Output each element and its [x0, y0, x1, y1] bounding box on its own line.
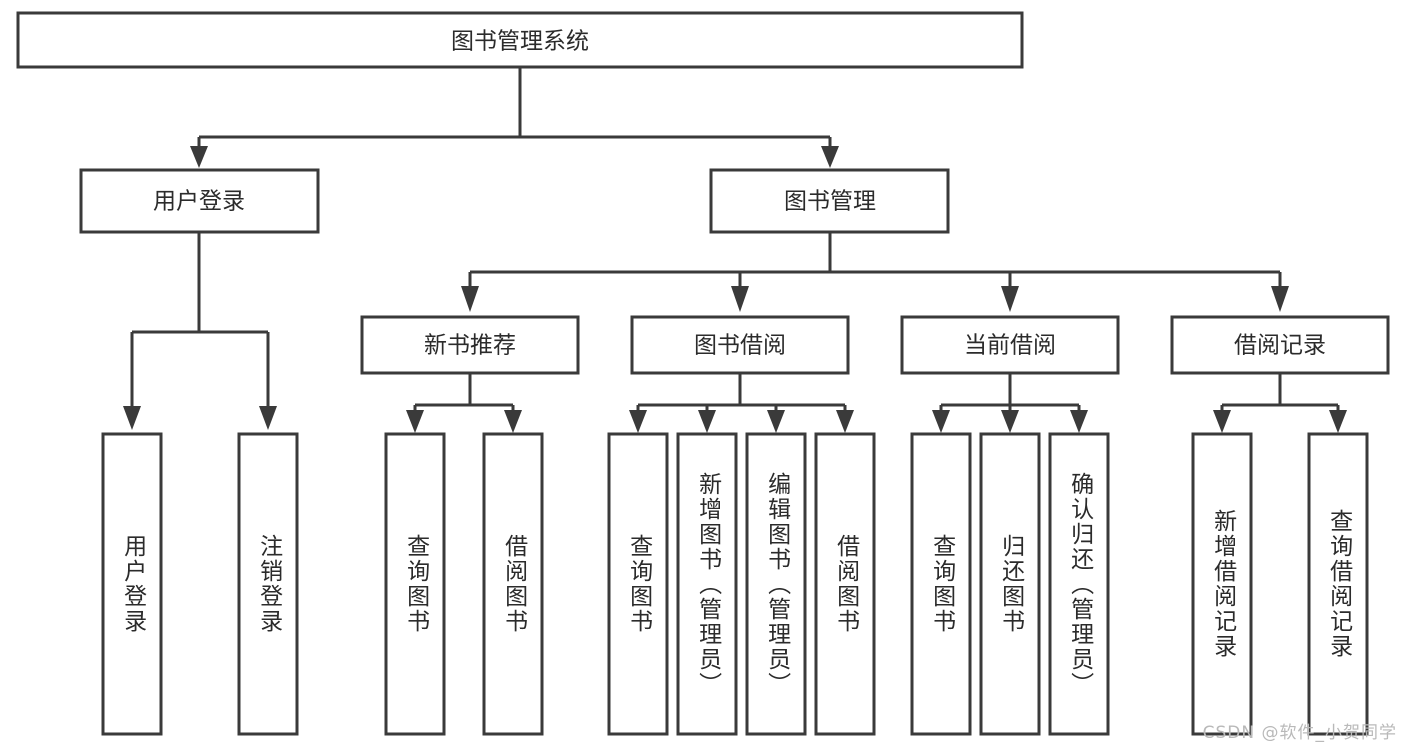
node-box-leaf-nbr-query-book[interactable]	[384, 432, 446, 736]
arrow-head-leaf-user-login	[123, 406, 141, 430]
arrow-head-book-borrow	[731, 286, 749, 312]
node-box-leaf-br-query-record[interactable]	[1307, 432, 1369, 736]
node-label-root: 图书管理系统	[451, 29, 589, 55]
arrow-head-book-manage	[821, 146, 839, 168]
node-box-book-borrow[interactable]	[630, 315, 850, 375]
node-box-leaf-br-add-record[interactable]	[1191, 432, 1253, 736]
node-box-leaf-bb-edit-book[interactable]	[745, 432, 807, 736]
node-label-leaf-bb-query-book: 查询图书	[625, 534, 652, 634]
arrow-head-cb-leaf-1	[932, 410, 950, 433]
arrow-head-borrow-record	[1271, 286, 1289, 312]
node-label-leaf-bb-add-book: 新增图书（管理员）	[694, 471, 721, 697]
node-label-leaf-user-login: 用户登录	[119, 534, 146, 634]
node-label-user-login: 用户登录	[153, 189, 245, 215]
node-box-leaf-bb-borrow-book[interactable]	[814, 432, 876, 736]
node-label-leaf-br-add-record: 新增借阅记录	[1209, 509, 1236, 659]
node-label-current-borrow: 当前借阅	[964, 333, 1056, 359]
node-box-leaf-cb-confirm-return[interactable]	[1048, 432, 1110, 736]
node-box-leaf-bb-add-book[interactable]	[676, 432, 738, 736]
arrow-head-bb-leaf-4	[836, 410, 854, 433]
node-label-borrow-record: 借阅记录	[1234, 333, 1326, 359]
arrow-head-bb-leaf-1	[629, 410, 647, 433]
node-label-book-manage: 图书管理	[784, 189, 876, 215]
arrow-head-bb-leaf-2	[698, 410, 716, 433]
node-label-leaf-nbr-borrow-book: 借阅图书	[500, 534, 527, 634]
node-label-leaf-logout: 注销登录	[255, 534, 282, 634]
node-label-leaf-cb-query-book: 查询图书	[928, 534, 955, 634]
node-label-new-book-recommend: 新书推荐	[424, 333, 516, 359]
arrow-head-new-book-recommend	[461, 286, 479, 312]
arrow-head-nbr-leaf-2	[504, 410, 522, 433]
csdn-watermark: CSDN @软件_小贺同学	[1202, 723, 1397, 743]
node-label-book-borrow: 图书借阅	[694, 333, 786, 359]
arrow-head-cb-leaf-3	[1070, 410, 1088, 433]
node-box-leaf-logout[interactable]	[237, 432, 299, 736]
arrow-head-br-leaf-1	[1213, 410, 1231, 433]
node-label-leaf-bb-borrow-book: 借阅图书	[832, 534, 859, 634]
node-label-leaf-bb-edit-book: 编辑图书（管理员）	[763, 471, 790, 697]
node-box-leaf-bb-query-book[interactable]	[607, 432, 669, 736]
arrow-head-user-login	[190, 146, 208, 168]
node-box-leaf-user-login[interactable]	[101, 432, 163, 736]
node-label-leaf-cb-return-book: 归还图书	[997, 534, 1024, 634]
arrow-head-bb-leaf-3	[767, 410, 785, 433]
node-box-current-borrow[interactable]	[900, 315, 1120, 375]
node-label-leaf-br-query-record: 查询借阅记录	[1325, 509, 1352, 659]
arrow-head-current-borrow	[1001, 286, 1019, 312]
node-label-leaf-nbr-query-book: 查询图书	[402, 534, 429, 634]
node-box-new-book-recommend[interactable]	[360, 315, 580, 375]
arrow-head-nbr-leaf-1	[406, 410, 424, 433]
arrow-head-cb-leaf-2	[1001, 410, 1019, 433]
node-box-leaf-nbr-borrow-book[interactable]	[482, 432, 544, 736]
node-box-leaf-cb-query-book[interactable]	[910, 432, 972, 736]
node-box-root[interactable]	[16, 11, 1024, 69]
arrow-head-leaf-logout	[259, 406, 277, 430]
arrow-head-br-leaf-2	[1329, 410, 1347, 433]
node-box-leaf-cb-return-book[interactable]	[979, 432, 1041, 736]
node-label-leaf-cb-confirm-return: 确认归还（管理员）	[1066, 471, 1093, 697]
